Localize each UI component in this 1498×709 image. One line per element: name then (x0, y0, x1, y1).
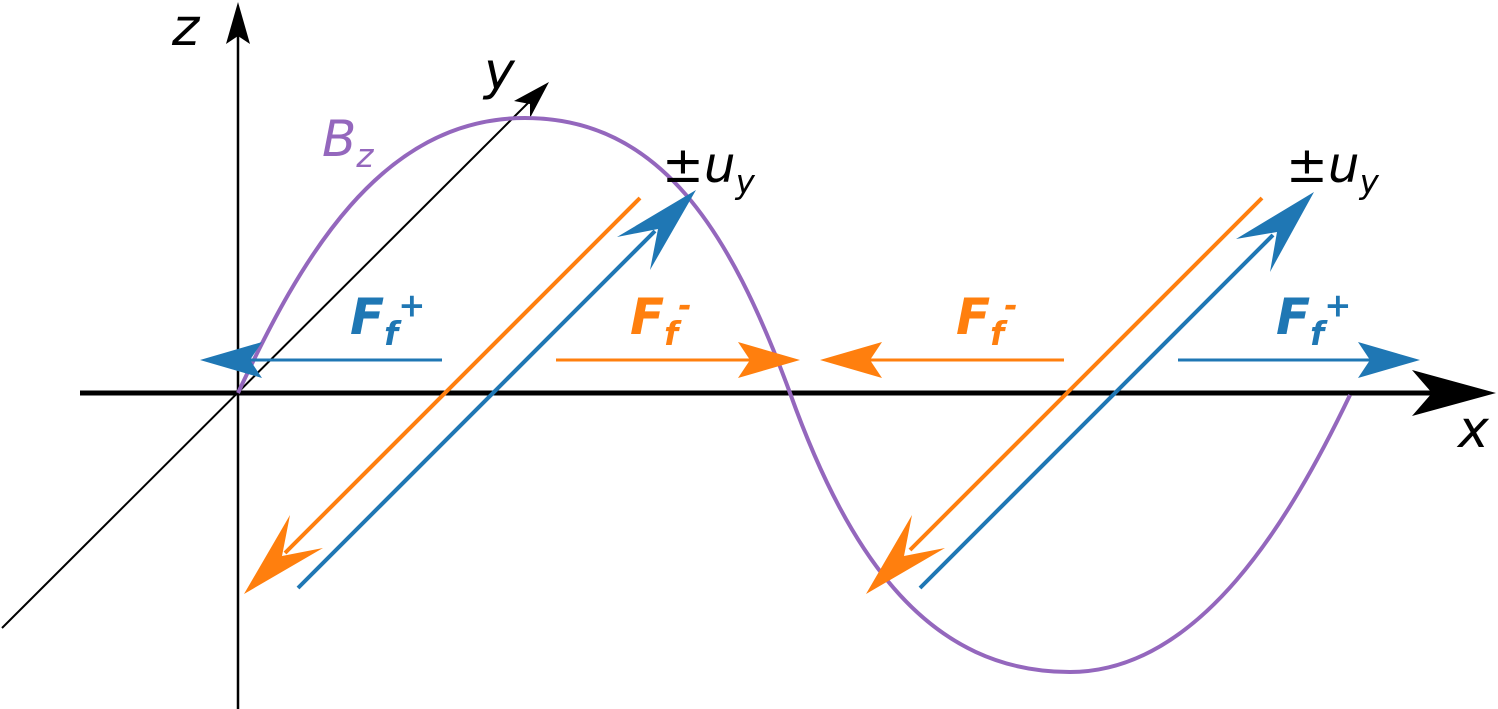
velocity-label-2-sub: y (1359, 163, 1379, 201)
force-label-1-sup: + (398, 286, 426, 325)
force-label-3-sub: f (990, 315, 1005, 353)
force-label-1-sub: f (384, 315, 399, 353)
velocity-arrow-negative-2 (908, 196, 1264, 552)
field-label: Bz (322, 114, 373, 172)
field-label-main: B (322, 110, 357, 168)
velocity-label-2-main: u (1327, 136, 1360, 194)
velocity-label-1-sub: y (735, 163, 755, 201)
velocity-arrowhead-positive-1 (617, 190, 696, 270)
force-label-2-main: F (630, 288, 665, 346)
force-label-4-sub: f (1310, 315, 1325, 353)
velocity-arrow-positive-2 (918, 233, 1275, 590)
force-label-1: Ff+ (350, 289, 426, 350)
force-label-2-sup: - (678, 286, 692, 325)
x-axis-arrowhead (1412, 370, 1496, 416)
force-arrowhead-4 (1358, 342, 1420, 378)
velocity-label-2-pm: ± (1286, 136, 1328, 194)
field-label-sub: z (356, 137, 374, 175)
velocity-arrowhead-positive-2 (1236, 192, 1314, 272)
force-label-2-sub: f (664, 315, 679, 353)
velocity-arrowhead-negative-2 (866, 515, 945, 594)
force-label-4-main: F (1276, 288, 1311, 346)
force-label-4-sup: + (1324, 286, 1352, 325)
force-arrowhead-1 (200, 342, 262, 378)
velocity-label-1: ±uy (662, 140, 755, 198)
bz-wave (236, 115, 1352, 675)
force-label-3: Ff- (956, 289, 1018, 350)
x-axis-label: x (1458, 400, 1489, 460)
velocity-label-1-main: u (703, 136, 736, 194)
force-label-3-sup: - (1004, 286, 1018, 325)
y-axis-label: y (484, 42, 515, 102)
y-axis-arrowhead (514, 82, 549, 118)
y-axis (1, 95, 536, 629)
velocity-label-1-pm: ± (662, 136, 704, 194)
velocity-arrowhead-negative-1 (244, 515, 323, 594)
force-label-1-main: F (350, 288, 385, 346)
force-label-3-main: F (956, 288, 991, 346)
velocity-arrow-negative-1 (283, 196, 642, 555)
velocity-arrow-positive-1 (296, 229, 657, 590)
force-label-2: Ff- (630, 289, 692, 350)
force-arrowhead-2 (738, 342, 800, 378)
z-axis-label: z (172, 0, 200, 58)
z-axis-arrowhead (226, 2, 250, 44)
force-label-4: Ff+ (1276, 289, 1352, 350)
force-arrowhead-3 (820, 342, 882, 378)
velocity-label-2: ±uy (1286, 140, 1379, 198)
